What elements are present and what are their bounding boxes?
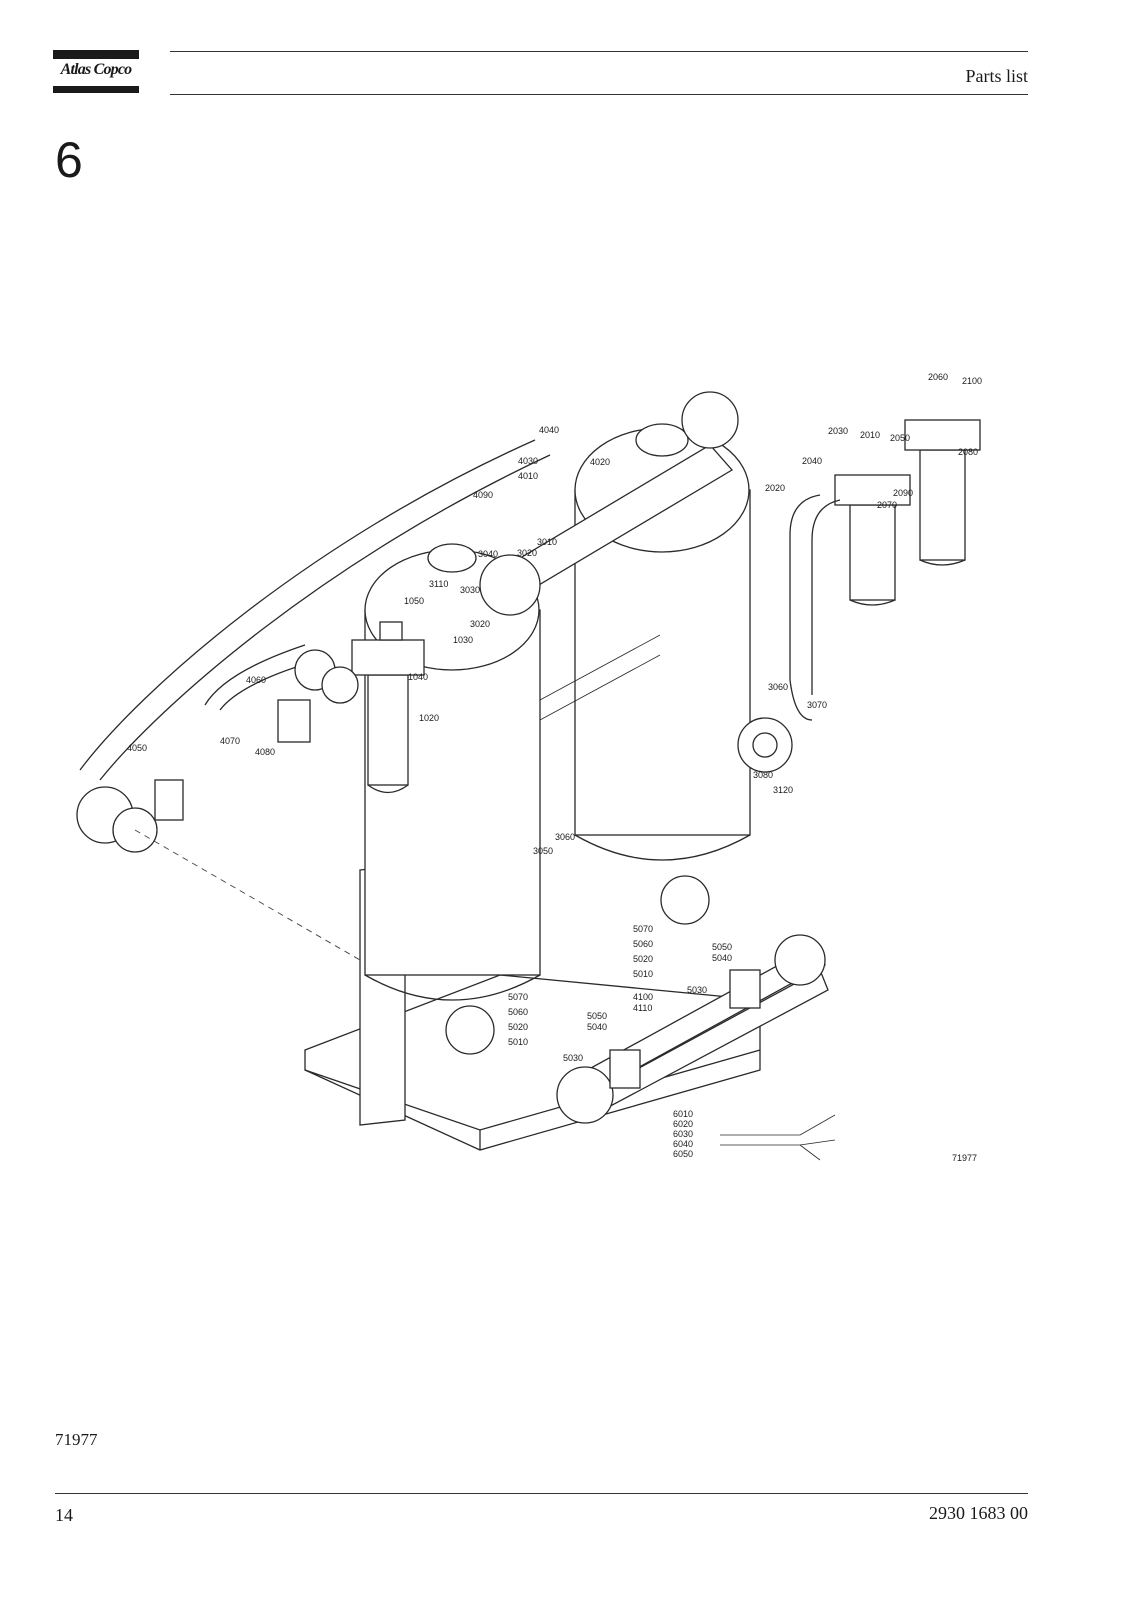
- footer-rule: [55, 1493, 1028, 1494]
- callout-label: 2020: [765, 483, 785, 493]
- callout-label: 2090: [893, 488, 913, 498]
- callout-label: 6030: [673, 1129, 693, 1139]
- callout-label: 2070: [877, 500, 897, 510]
- callout-label: 3070: [807, 700, 827, 710]
- section-number: 6: [55, 132, 83, 188]
- logo-bar-bottom: [53, 86, 139, 93]
- page-number: 14: [55, 1505, 73, 1525]
- callout-label: 3040: [478, 549, 498, 559]
- atlas-copco-logo: Atlas Copco: [53, 50, 139, 94]
- callout-label: 3080: [753, 770, 773, 780]
- header-rule-bottom: [170, 94, 1028, 95]
- part-callouts: 2060 2100 2010 2050 2030 2080 2040 2020 …: [127, 372, 982, 1163]
- callout-label: 3060: [768, 682, 788, 692]
- callout-label: 5050: [712, 942, 732, 952]
- callout-label: 2010: [860, 430, 880, 440]
- callout-label: 5070: [633, 924, 653, 934]
- callout-label: 6010: [673, 1109, 693, 1119]
- callout-label: 3060: [555, 832, 575, 842]
- callout-label: 1050: [404, 596, 424, 606]
- callout-label: 4060: [246, 675, 266, 685]
- callout-label: 4020: [590, 457, 610, 467]
- left-manifold: [76, 439, 551, 961]
- callout-label: 4050: [127, 743, 147, 753]
- callout-label: 5030: [687, 985, 707, 995]
- callout-label: 5040: [712, 953, 732, 963]
- callout-label: 5010: [633, 969, 653, 979]
- callout-label: 5030: [563, 1053, 583, 1063]
- callout-label: 2050: [890, 433, 910, 443]
- header-rule-top: [170, 51, 1028, 52]
- upper-right-filters: [789, 419, 981, 721]
- callout-label: 6020: [673, 1119, 693, 1129]
- document-number: 2930 1683 00: [929, 1503, 1028, 1523]
- exploded-parts-drawing: 2060 2100 2010 2050 2030 2080 2040 2020 …: [60, 360, 1060, 1210]
- callout-label: 3050: [533, 846, 553, 856]
- figure-id-label: 71977: [952, 1153, 977, 1163]
- callout-label: 2040: [802, 456, 822, 466]
- top-pipe: [479, 391, 739, 616]
- callout-label: 5020: [508, 1022, 528, 1032]
- callout-label: 1020: [419, 713, 439, 723]
- right-flange: [737, 717, 793, 773]
- page-header-title: Parts list: [965, 66, 1028, 86]
- callout-label: 5060: [633, 939, 653, 949]
- callout-label: 2100: [962, 376, 982, 386]
- callout-label: 2060: [928, 372, 948, 382]
- callout-label: 2080: [958, 447, 978, 457]
- callout-label: 1030: [453, 635, 473, 645]
- callout-label: 4040: [539, 425, 559, 435]
- bottom-manifold: [445, 875, 829, 1124]
- callout-label: 4030: [518, 456, 538, 466]
- callout-label: 5050: [587, 1011, 607, 1021]
- callout-label: 5040: [587, 1022, 607, 1032]
- callout-label: 5070: [508, 992, 528, 1002]
- callout-label: 3030: [460, 585, 480, 595]
- callout-label: 3020: [517, 548, 537, 558]
- figure-number-caption: 71977: [55, 1430, 98, 1449]
- callout-label: 6050: [673, 1149, 693, 1159]
- callout-label: 4080: [255, 747, 275, 757]
- wiring-harness: [720, 1114, 836, 1161]
- callout-label: 5010: [508, 1037, 528, 1047]
- callout-label: 3020: [470, 619, 490, 629]
- callout-label: 5060: [508, 1007, 528, 1017]
- callout-label: 4010: [518, 471, 538, 481]
- callout-label: 2030: [828, 426, 848, 436]
- callout-label: 4100: [633, 992, 653, 1002]
- callout-label: 4070: [220, 736, 240, 746]
- callout-label: 3010: [537, 537, 557, 547]
- logo-bar-top: [53, 50, 139, 59]
- callout-label: 5020: [633, 954, 653, 964]
- logo-text: Atlas Copco: [60, 61, 133, 78]
- callout-label: 1040: [408, 672, 428, 682]
- callout-label: 3110: [429, 579, 448, 589]
- parts-drawing-svg: 2060 2100 2010 2050 2030 2080 2040 2020 …: [76, 372, 982, 1163]
- callout-label: 4110: [633, 1003, 652, 1013]
- callout-label: 3120: [773, 785, 793, 795]
- callout-label: 6040: [673, 1139, 693, 1149]
- left-filter: [351, 621, 425, 794]
- callout-label: 4090: [473, 490, 493, 500]
